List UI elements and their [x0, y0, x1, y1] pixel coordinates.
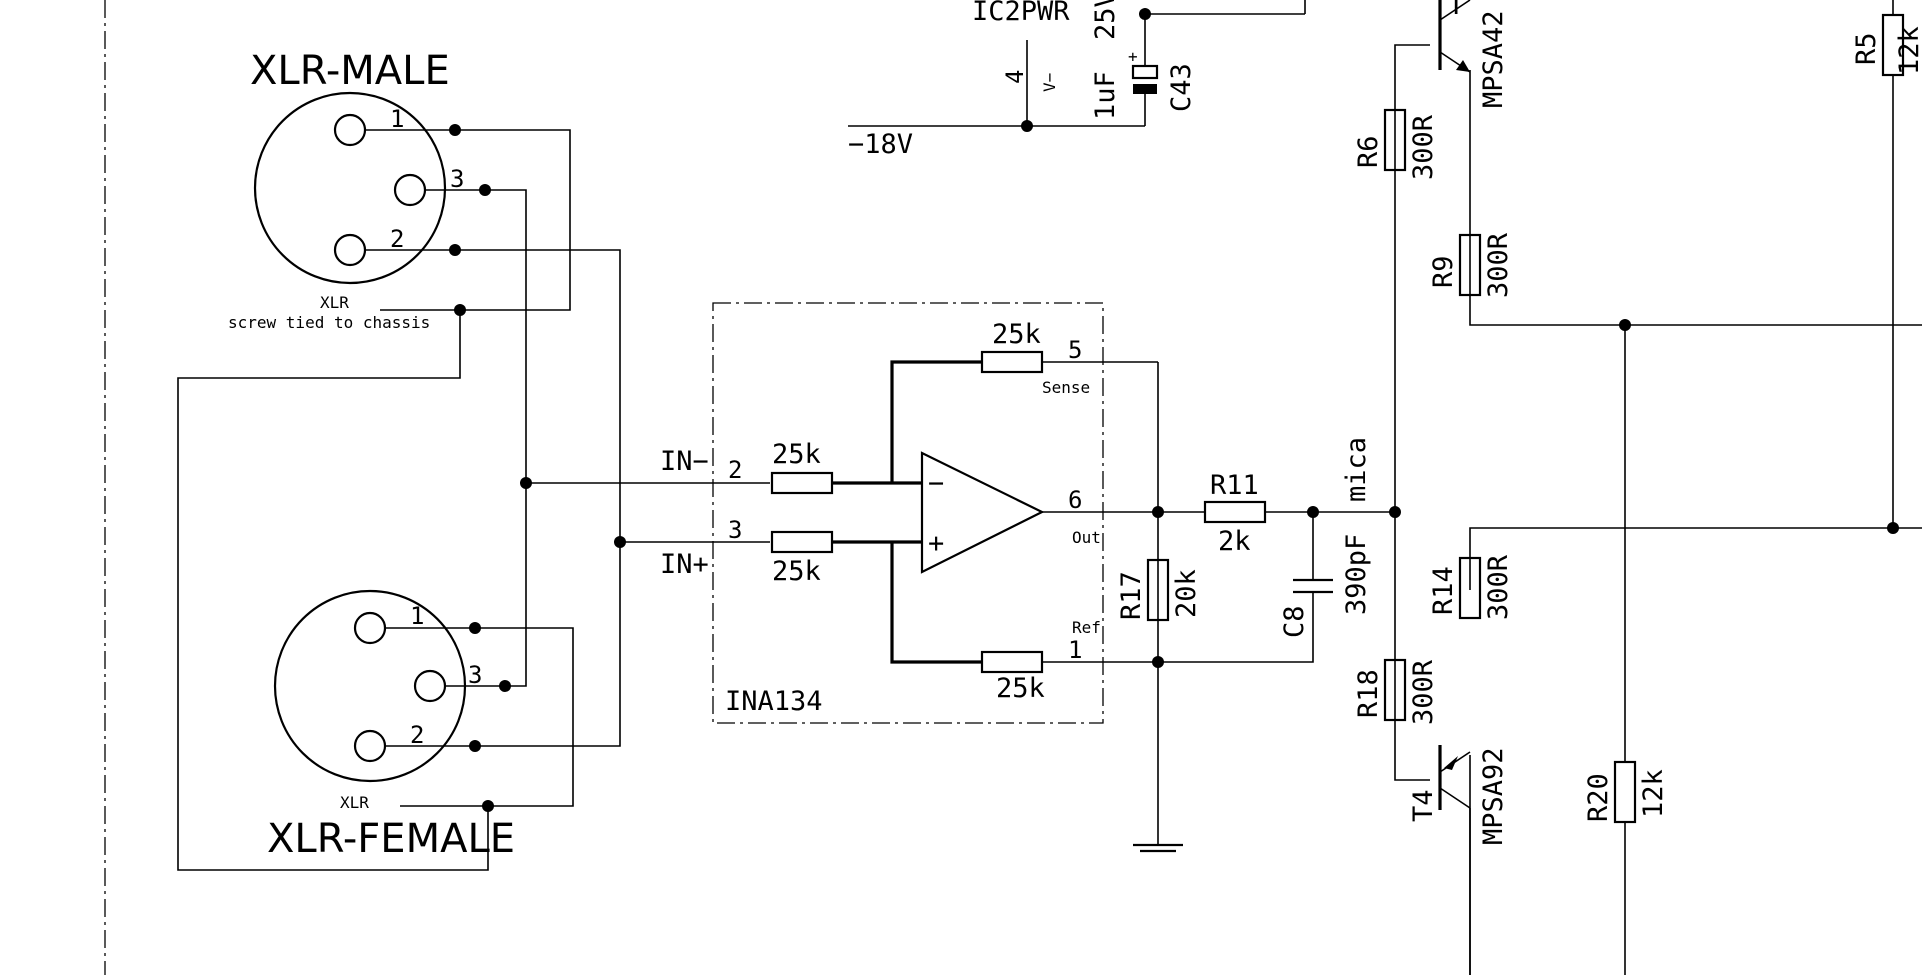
c43-name: C43: [1166, 63, 1197, 112]
c8-value: 390pF: [1341, 534, 1372, 615]
r-ref: [980, 650, 1044, 674]
r18-value: 300R: [1408, 659, 1439, 725]
output-network: R17 20k R11 2k C8 390pF mica: [1116, 362, 1401, 853]
r11: [1203, 500, 1267, 524]
r6-value: 300R: [1408, 114, 1439, 180]
xlr-male-title: XLR-MALE: [250, 48, 450, 94]
ina-ref: Ref: [1072, 618, 1101, 637]
r-in-plus: [770, 530, 834, 554]
mica-label: mica: [1341, 437, 1372, 502]
r9: [1458, 233, 1482, 297]
xlr-male-pin1: 1: [390, 105, 404, 133]
xlr-male-ref: XLR: [320, 293, 349, 312]
r-ref-value: 25k: [996, 673, 1045, 704]
transistor-top: T MPSA42: [1438, 0, 1509, 108]
transistor-t4: T4 MPSA92: [1408, 745, 1509, 975]
r11-name: R11: [1210, 470, 1259, 501]
xlr-female-connector: 1 3 2 XLR XLR-FEMALE: [267, 589, 515, 862]
ic2pwr-vminus: V−: [1040, 73, 1059, 92]
xlr-female-pin3: 3: [468, 661, 482, 689]
t-top-name: T: [1448, 0, 1464, 21]
r9-name: R9: [1428, 255, 1459, 288]
ina-pin2: 2: [728, 456, 742, 484]
neg18v-label: −18V: [848, 129, 913, 160]
t4-part: MPSA92: [1478, 747, 1509, 845]
r-feedback-value: 25k: [992, 319, 1041, 350]
ic2pwr-pin: 4: [1001, 70, 1029, 84]
xlr-male-connector: XLR-MALE 1 3 2 XLR screw tied to chassis: [228, 48, 485, 332]
ina-pin1: 1: [1068, 636, 1082, 664]
c43-value: 1uF: [1090, 71, 1121, 120]
in-minus-label: IN−: [660, 446, 709, 477]
c43-plate: [1131, 64, 1159, 80]
r17-name: R17: [1116, 571, 1147, 620]
screw-note: screw tied to chassis: [228, 313, 430, 332]
ina134-block: INA134 IN− IN+ 2 3 25k 25k − + 25k 5 Sen…: [660, 302, 1158, 724]
r18-name: R18: [1353, 669, 1384, 718]
r20-name: R20: [1583, 773, 1614, 822]
xlr-male-pin2: 2: [390, 225, 404, 253]
c8-name: C8: [1279, 605, 1310, 638]
r-feedback: [980, 350, 1044, 374]
ina-pin6: 6: [1068, 486, 1082, 514]
ina-pin5: 5: [1068, 336, 1082, 364]
power-section: IC2PWR 4 V− −18V + C43 1uF 25V: [848, 0, 1306, 160]
xlr-wiring: [177, 124, 770, 871]
xlr-female-pin1: 1: [410, 602, 424, 630]
xlr-male-pin3: 3: [450, 165, 464, 193]
r6-name: R6: [1353, 135, 1384, 168]
ina-out: Out: [1072, 528, 1101, 547]
r14: [1458, 556, 1482, 620]
r9-value: 300R: [1483, 232, 1514, 298]
r6: [1383, 108, 1407, 172]
r20: [1613, 760, 1637, 824]
r11-value: 2k: [1218, 526, 1251, 557]
xlr-female-pin2: 2: [410, 721, 424, 749]
r-in-minus-value: 25k: [772, 439, 821, 470]
ina-sense: Sense: [1042, 378, 1090, 397]
r20-value: 12k: [1638, 769, 1669, 818]
r-in-minus: [770, 471, 834, 495]
in-plus-label: IN+: [660, 549, 709, 580]
r18: [1383, 658, 1407, 722]
r17: [1146, 558, 1170, 622]
c43-plus: +: [1128, 47, 1138, 66]
ground-symbol: [1133, 843, 1183, 853]
ic2pwr-label: IC2PWR: [972, 0, 1070, 27]
ina-pin3: 3: [728, 516, 742, 544]
c43-plate-neg: [1133, 84, 1157, 94]
t-top-part: MPSA42: [1478, 10, 1509, 108]
xlr-female-ref: XLR: [340, 793, 369, 812]
r5-value: 12k: [1894, 26, 1922, 75]
t4-name: T4: [1408, 789, 1439, 822]
opamp-plus: +: [928, 528, 944, 559]
output-stage: R6 300R R18 300R R9 300R R14 300R T MPSA…: [1353, 0, 1922, 975]
opamp-minus: −: [928, 468, 944, 499]
ina134-name: INA134: [725, 686, 823, 717]
opamp-triangle: [920, 451, 1045, 574]
xlr-female-title: XLR-FEMALE: [267, 816, 515, 862]
r14-value: 300R: [1483, 554, 1514, 620]
r-in-plus-value: 25k: [772, 556, 821, 587]
c43-voltage: 25V: [1090, 0, 1121, 40]
r5-name: R5: [1851, 32, 1882, 65]
r17-value: 20k: [1171, 569, 1202, 618]
r14-name: R14: [1428, 566, 1459, 615]
